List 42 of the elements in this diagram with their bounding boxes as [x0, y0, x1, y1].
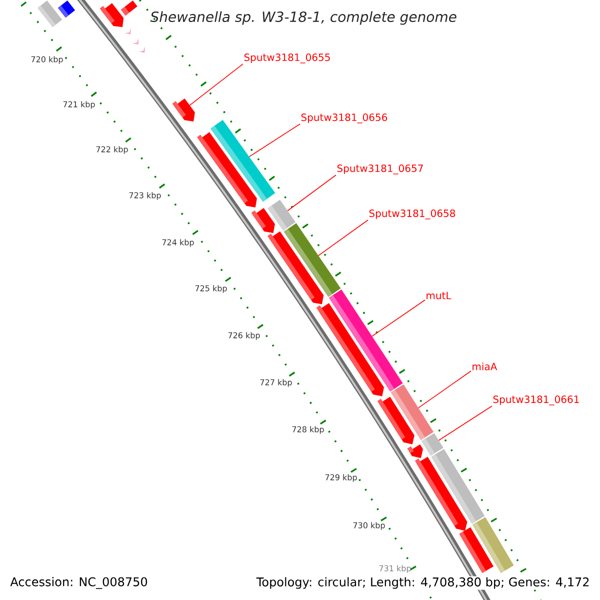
leader-line [372, 300, 426, 337]
scale-label: 725 kbp [195, 285, 227, 293]
gene-block [172, 98, 195, 122]
scale-label: 721 kbp [63, 101, 95, 109]
gene-bar [38, 0, 62, 28]
gene-label: Sputw3181_0656 [301, 114, 388, 124]
gene-label: Sputw3181_0661 [493, 396, 579, 406]
leader-line [438, 406, 492, 441]
gene-bar [268, 200, 296, 231]
scale-label: 726 kbp [228, 332, 260, 340]
gene-label: miaA [472, 362, 498, 370]
scale-label: 728 kbp [292, 426, 324, 434]
gene-label: Sputw3181_0655 [244, 54, 330, 64]
footer-text: Topology: circular; Length: 4,708,380 bp; Genes: 4,172 [255, 576, 591, 590]
gene-bar [284, 223, 341, 297]
gene-block [407, 444, 423, 458]
scale-label: 724 kbp [162, 239, 194, 247]
leader-line [418, 370, 472, 408]
gene-label: Sputw3181_0657 [337, 164, 423, 174]
gene-label: Sputw3181_0658 [369, 210, 456, 220]
footer-text: Accession: NC_008750 [9, 576, 149, 590]
gene-bar [58, 0, 76, 18]
scale-label: 720 kbp [31, 56, 63, 64]
gene-bar [210, 120, 276, 202]
gene-block [316, 303, 384, 396]
gene-block [459, 527, 494, 574]
gene-bar [421, 433, 444, 456]
gene-bar [390, 384, 434, 440]
scale-label: 729 kbp [325, 474, 357, 482]
scale-label: 723 kbp [129, 192, 161, 200]
leader-line [189, 64, 244, 106]
scale-label: 727 kbp [260, 379, 292, 387]
gene-bar [431, 448, 485, 524]
leader-line [248, 124, 300, 158]
gene-bar [120, 0, 138, 16]
title: Shewanella sp. W3-18-1, complete genome [150, 11, 456, 25]
scale-label: 722 kbp [96, 146, 128, 154]
gene-label: mutL [426, 292, 452, 300]
scale-label: 730 kbp [353, 522, 385, 530]
scale-label: 731 kbp [379, 565, 411, 573]
leader-line [318, 220, 368, 256]
leader-line [287, 174, 336, 212]
